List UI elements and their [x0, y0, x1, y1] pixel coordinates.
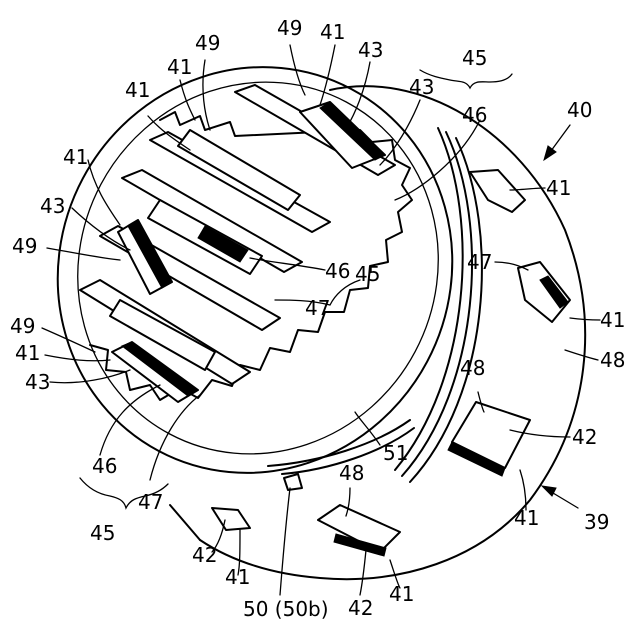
ref-label-49: 49: [277, 18, 302, 38]
ref-label-41: 41: [15, 343, 40, 363]
ref-label-48: 47: [467, 252, 492, 272]
ref-label-41: 41: [225, 567, 250, 587]
ref-label-39: 39: [584, 512, 609, 532]
ref-label-48: 48: [339, 463, 364, 483]
ref-label-42: 42: [348, 598, 373, 618]
ref-label-45-bottom: 45: [90, 523, 115, 543]
ref-label-50: 50 (50b): [243, 599, 329, 619]
ref-label-45-mid: 45: [355, 264, 380, 284]
ref-label-41: 41: [389, 584, 414, 604]
ref-label-47: 47: [305, 298, 330, 318]
ref-label-46: 46: [92, 456, 117, 476]
ref-label-45-top: 45: [462, 48, 487, 68]
ref-label-46: 43: [409, 77, 434, 97]
ref-label-43: 43: [358, 40, 383, 60]
ref-label-49: 49: [195, 33, 220, 53]
ref-label-41: 41: [63, 147, 88, 167]
ref-label-47: 46: [462, 105, 487, 125]
ref-label-41: 41: [514, 508, 539, 528]
ref-label-41: 41: [546, 178, 571, 198]
ref-label-49: 49: [10, 316, 35, 336]
ref-label-41: 41: [320, 22, 345, 42]
ref-label-43: 41: [125, 80, 150, 100]
ref-label-42: 42: [572, 427, 597, 447]
ref-label-49: 49: [12, 236, 37, 256]
ref-label-48: 48: [460, 358, 485, 378]
outer-tabs: [212, 170, 570, 556]
ref-label-51: 51: [383, 443, 408, 463]
ref-label-42: 48: [600, 350, 625, 370]
end-face: [0, 0, 523, 543]
ref-label-40: 40: [567, 100, 592, 120]
ref-label-43: 43: [25, 372, 50, 392]
ref-label-43: 43: [40, 196, 65, 216]
ref-label-42: 42: [192, 545, 217, 565]
ref-label-47: 47: [138, 492, 163, 512]
ref-label-41: 41: [167, 57, 192, 77]
ref-label-46: 46: [325, 261, 350, 281]
ref-label-41: 41: [600, 310, 625, 330]
